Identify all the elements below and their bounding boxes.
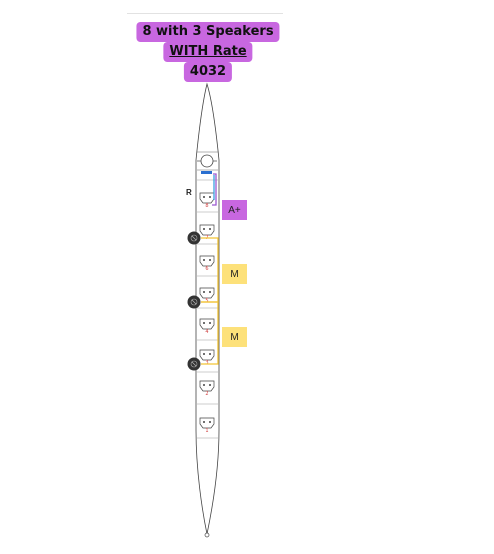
socket-icon-1 — [199, 417, 215, 429]
socket-icon-6 — [199, 255, 215, 267]
socket-icon-4 — [199, 318, 215, 330]
position-number-1: 1 — [205, 428, 208, 434]
body-outline — [195, 82, 220, 535]
tag-a-plus: A+ — [222, 200, 247, 220]
tag-m-2: M — [222, 327, 247, 347]
socket-icon-2 — [199, 380, 215, 392]
position-number-6: 6 — [205, 266, 208, 272]
position-number-4: 4 — [205, 329, 208, 335]
position-number-2: 2 — [205, 391, 208, 397]
wiring — [201, 173, 219, 365]
speaker-icon — [187, 357, 201, 371]
socket-icon-8 — [199, 192, 215, 204]
top-divider — [127, 13, 283, 14]
tuning-ring-icon — [197, 154, 217, 168]
speaker-icon — [187, 231, 201, 245]
socket-icon-3 — [199, 349, 215, 361]
position-number-5: 5 — [205, 298, 208, 304]
wire-purple — [212, 173, 217, 206]
side-label: R — [186, 188, 192, 197]
end-pin — [204, 532, 210, 538]
title-line-1: 8 with 3 Speakers — [136, 22, 280, 42]
socket-icon-5 — [199, 287, 215, 299]
connector-block — [201, 171, 212, 174]
title-line-3: 4032 — [183, 62, 233, 82]
title-line-2: WITH Rate — [163, 42, 253, 62]
socket-icon-7 — [199, 224, 215, 236]
position-number-3: 3 — [205, 360, 208, 366]
speaker-icon — [187, 295, 201, 309]
tag-m-1: M — [222, 264, 247, 284]
position-number-8: 8 — [205, 203, 208, 209]
wire-yellow-2 — [201, 301, 219, 365]
